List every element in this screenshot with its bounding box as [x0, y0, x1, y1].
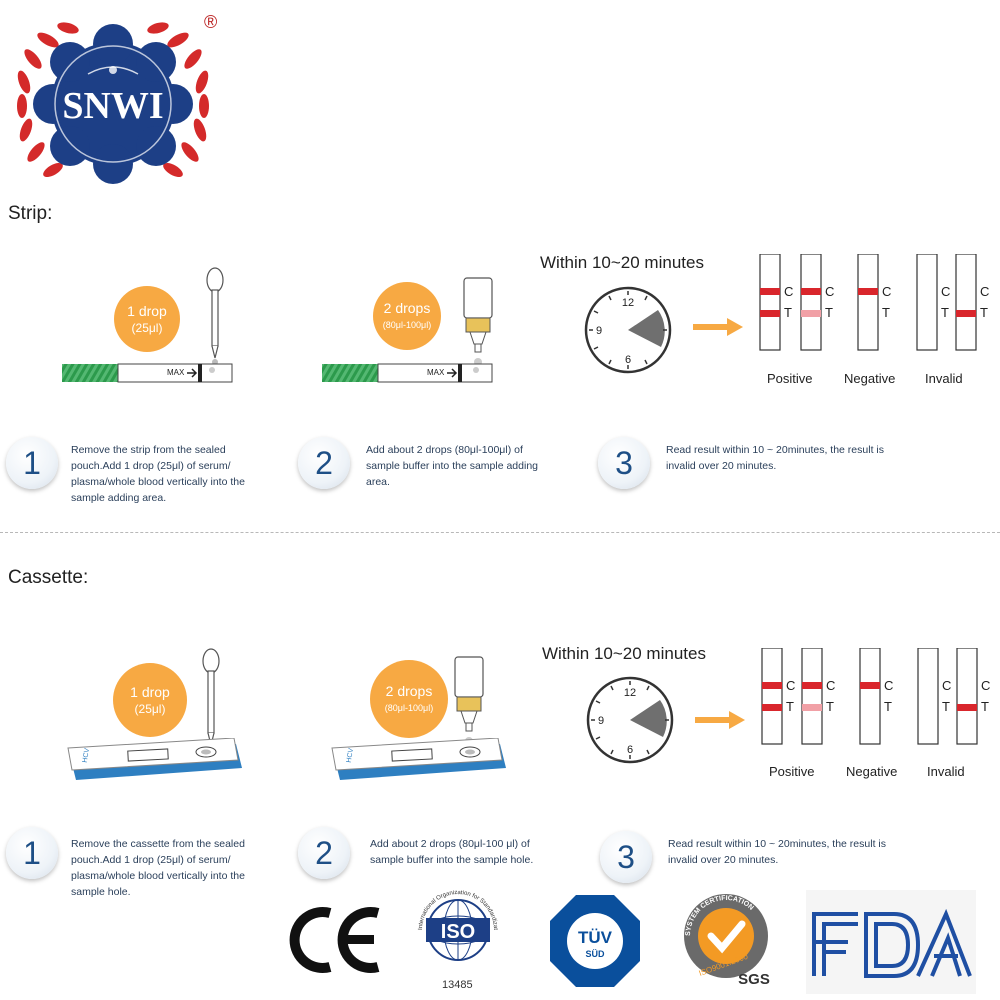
cassette-t-label: T [826, 699, 834, 714]
cassette-drop-bubble-2: 2 drops (80μl-100μl) [370, 660, 448, 738]
strip-step-1-number: 1 [6, 437, 58, 489]
strip-bubble1-line1: 1 drop [127, 303, 167, 319]
clock-6: 6 [627, 744, 633, 756]
cassette-t-label: T [786, 699, 794, 714]
ce-mark-logo [288, 905, 384, 980]
buffer-bottle-icon [451, 655, 487, 752]
strip-t-label: T [941, 305, 949, 320]
strip-drop-bubble-1: 1 drop (25μl) [114, 286, 180, 352]
clock-9: 9 [598, 715, 604, 727]
cassette-results [760, 647, 1000, 748]
test-cassette-illustration [330, 737, 510, 784]
cassette-bubble1-line1: 1 drop [130, 684, 170, 700]
cassette-drop-bubble-1: 1 drop (25μl) [113, 663, 187, 737]
strip-section-title: Strip: [8, 203, 53, 224]
cassette-step-2-text: Add about 2 drops (80μl-100 μl) of sampl… [370, 838, 534, 866]
trademark-symbol: ® [204, 12, 218, 32]
cassette-c-label: C [786, 678, 796, 693]
tuv-text: TÜV [578, 928, 613, 947]
clock-icon: 12 9 6 [583, 285, 673, 380]
cassette-step-3-text: Read result within 10 ~ 20minutes, the r… [668, 838, 886, 866]
test-cassette-illustration [66, 737, 246, 784]
iso-text: ISO [441, 921, 475, 943]
cassette-step-2-number: 2 [298, 827, 350, 879]
pipette-icon [200, 266, 230, 371]
cassette-c-label: C [981, 678, 991, 693]
tuv-sub-text: SÜD [585, 949, 605, 959]
cassette-section-title: Cassette: [8, 567, 89, 588]
cassette-t-label: T [981, 699, 989, 714]
tuv-logo: TÜV SÜD [548, 893, 642, 994]
sgs-text: SGS [738, 971, 770, 988]
strip-step-3-number: 3 [598, 437, 650, 489]
strip-drop-bubble-2: 2 drops (80μl-100μl) [373, 282, 441, 350]
strip-step-3-text: Read result within 10 ~ 20minutes, the r… [666, 444, 884, 472]
cassette-bubble2-line2: (80μl-100μl) [384, 703, 434, 713]
strip-within-text: Within 10~20 minutes [540, 253, 704, 272]
cassette-c-label: C [826, 678, 836, 693]
cassette-t-label: T [942, 699, 950, 714]
strip-max-label-1: MAX [167, 368, 185, 377]
sgs-certification-logo: SYSTEM CERTIFICATION ISO9001:2000 SGS [676, 886, 776, 995]
strip-c-label: C [980, 284, 990, 299]
cassette-positive-label: Positive [769, 764, 815, 779]
clock-12: 12 [624, 687, 636, 699]
clock-6: 6 [625, 354, 631, 366]
strip-t-label: T [784, 305, 792, 320]
cassette-step-1-text: Remove the cassette from the sealed pouc… [71, 838, 245, 898]
strip-bubble2-line2: (80μl-100μl) [382, 320, 432, 330]
clock-9: 9 [596, 325, 602, 337]
cassette-c-label: C [942, 678, 952, 693]
strip-t-label: T [882, 305, 890, 320]
section-divider [0, 532, 1000, 533]
strip-negative-label: Negative [844, 371, 896, 386]
cassette-invalid-label: Invalid [927, 764, 965, 779]
strip-t-label: T [825, 305, 833, 320]
strip-step-2-number: 2 [298, 437, 350, 489]
iso-number: 13485 [442, 979, 473, 991]
fda-logo [806, 890, 976, 994]
buffer-bottle-icon [460, 276, 496, 373]
clock-icon: 12 9 6 [585, 675, 675, 770]
strip-bubble1-line2: (25μl) [131, 321, 163, 335]
cassette-t-label: T [884, 699, 892, 714]
arrow-right-icon [693, 318, 743, 341]
strip-max-label-2: MAX [427, 368, 445, 377]
test-strip-illustration [322, 362, 494, 384]
strip-invalid-label: Invalid [925, 371, 963, 386]
cassette-c-label: C [884, 678, 894, 693]
cassette-negative-label: Negative [846, 764, 898, 779]
strip-step-1-text: Remove the strip from the sealed pouch.A… [71, 444, 245, 504]
logo-text: SNWI [62, 85, 163, 127]
strip-c-label: C [882, 284, 892, 299]
clock-12: 12 [622, 297, 634, 309]
test-strip-illustration [62, 362, 234, 384]
strip-t-label: T [980, 305, 988, 320]
cassette-step-1-number: 1 [6, 827, 58, 879]
strip-positive-label: Positive [767, 371, 813, 386]
company-logo: SNWI [8, 12, 218, 192]
strip-results [758, 253, 998, 354]
strip-c-label: C [941, 284, 951, 299]
cassette-bubble2-line1: 2 drops [385, 683, 433, 699]
iso-logo: ISO International Organization for Stand… [408, 878, 506, 983]
cassette-bubble1-line2: (25μl) [134, 702, 166, 716]
strip-bubble2-line1: 2 drops [383, 300, 431, 316]
cassette-step-3-number: 3 [600, 831, 652, 883]
strip-c-label: C [784, 284, 794, 299]
arrow-right-icon [695, 711, 745, 734]
strip-c-label: C [825, 284, 835, 299]
cassette-within-text: Within 10~20 minutes [542, 644, 706, 663]
strip-step-2-text: Add about 2 drops (80μl-100μl) of sample… [366, 444, 538, 488]
